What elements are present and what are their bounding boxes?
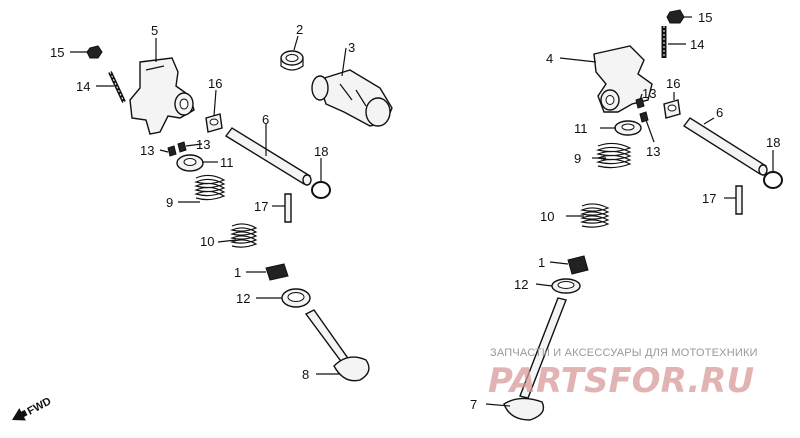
callout-right-7: 7: [470, 397, 477, 412]
dowel-left: [205, 113, 223, 133]
bolt-right: [666, 9, 685, 24]
outer-spring-left: [194, 174, 226, 201]
leader-lines: [70, 16, 774, 407]
callout-left-15: 15: [50, 45, 64, 60]
callout-left-6: 6: [262, 112, 269, 127]
camshaft-left: [311, 69, 393, 127]
callout-left-18: 18: [314, 144, 328, 159]
callout-left-8: 8: [302, 367, 309, 382]
forward-arrow-icon: FWD: [12, 395, 54, 421]
callout-left-17: 17: [254, 199, 268, 214]
callout-left-5: 5: [151, 23, 158, 38]
outer-spring-right: [595, 142, 632, 169]
callout-left-10: 10: [200, 234, 214, 249]
cotter-right-b: [639, 111, 649, 123]
callout-left-13a: 13: [140, 143, 154, 158]
spring-seat-left: [281, 288, 311, 308]
rocker-arm-left: [129, 57, 195, 135]
o-ring-right: [763, 171, 783, 189]
inner-spring-left: [230, 223, 258, 248]
bushing-left: [280, 50, 304, 71]
o-ring-left: [311, 181, 331, 199]
callout-right-4: 4: [546, 51, 553, 66]
valve-right: [503, 297, 567, 421]
rocker-arm-right: [593, 45, 653, 113]
callout-right-10: 10: [540, 209, 554, 224]
valve-seal-right: [567, 255, 589, 275]
callout-right-1: 1: [538, 255, 545, 270]
callout-right-13a: 13: [642, 86, 656, 101]
valve-left: [304, 309, 370, 382]
watermark-brand: PARTSFOR.RU: [488, 361, 754, 401]
callout-left-1: 1: [234, 265, 241, 280]
callout-right-9: 9: [574, 151, 581, 166]
rocker-shaft-right: [682, 117, 768, 176]
callout-left-16: 16: [208, 76, 222, 91]
callout-left-14: 14: [76, 79, 90, 94]
callout-left-12: 12: [236, 291, 250, 306]
callout-right-16: 16: [666, 76, 680, 91]
spring-retainer-right: [614, 120, 642, 136]
callout-right-6: 6: [716, 105, 723, 120]
valve-seal-left: [265, 263, 289, 281]
callout-left-2: 2: [296, 22, 303, 37]
callout-right-18: 18: [766, 135, 780, 150]
pin-right: [735, 185, 743, 215]
dowel-right: [663, 99, 681, 119]
fwd-label: FWD: [26, 395, 54, 417]
callout-right-12: 12: [514, 277, 528, 292]
watermark-tagline: ЗАПЧАСТИ И АКСЕССУАРЫ ДЛЯ МОТОТЕХНИКИ: [490, 347, 758, 359]
callout-left-11: 11: [220, 155, 234, 170]
callout-right-17: 17: [702, 191, 716, 206]
rocker-shaft-left: [224, 127, 312, 186]
cotter-left-a: [167, 145, 177, 157]
pin-left: [284, 193, 292, 223]
callout-right-14: 14: [690, 37, 704, 52]
cotter-left-b: [177, 141, 187, 153]
callout-left-13b: 13: [196, 137, 210, 152]
inner-spring-right: [579, 203, 610, 228]
callout-left-9: 9: [166, 195, 173, 210]
callout-right-13b: 13: [646, 144, 660, 159]
adjuster-screw-left: [108, 71, 126, 103]
callout-right-15: 15: [698, 10, 712, 25]
bolt-left: [86, 45, 103, 59]
spring-retainer-left: [176, 154, 204, 172]
callout-left-3: 3: [348, 40, 355, 55]
spring-seat-right: [551, 278, 581, 294]
callout-right-11: 11: [574, 121, 588, 136]
